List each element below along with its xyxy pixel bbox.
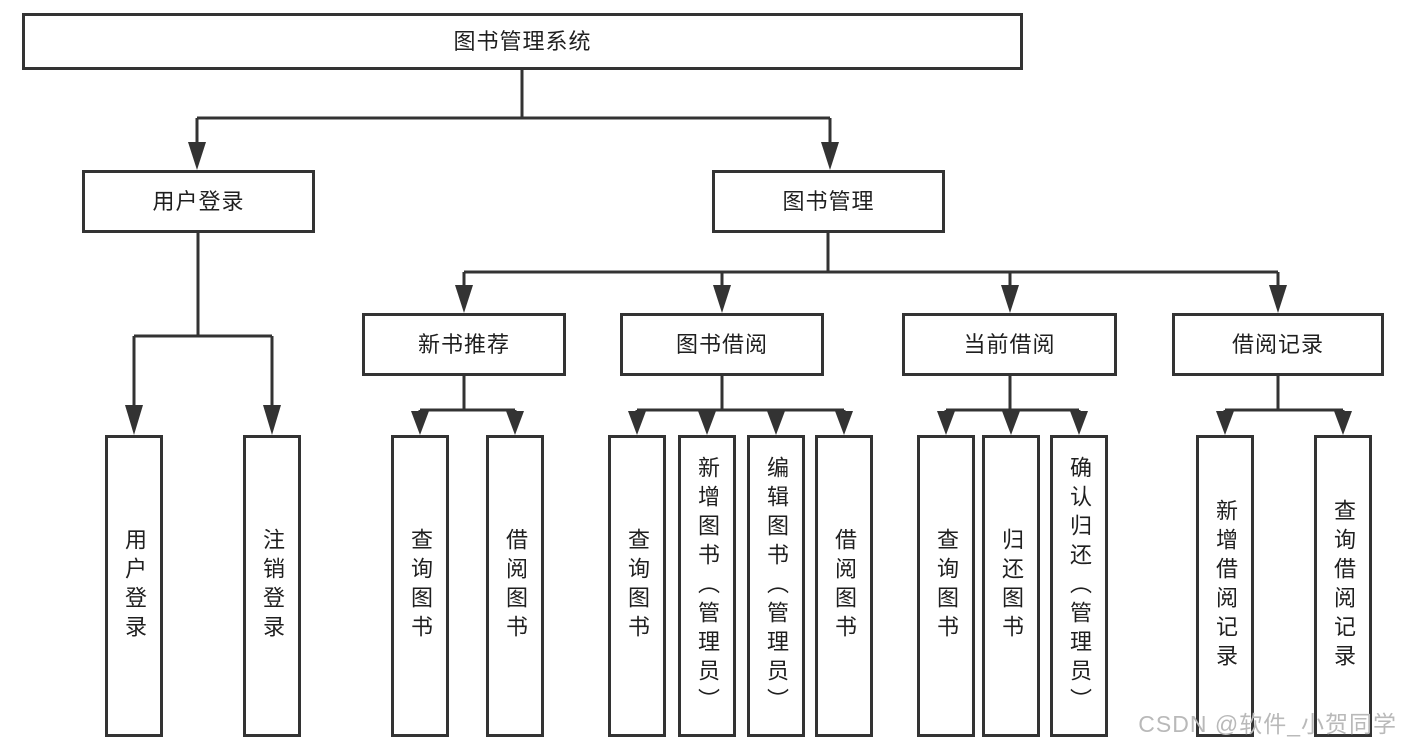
leaf-add-borrow-record: 新增借阅记录 <box>1196 435 1254 737</box>
node-label: 查询图书 <box>625 528 650 644</box>
node-label: 用户登录 <box>152 188 245 214</box>
node-label: 归还图书 <box>999 528 1024 644</box>
leaf-edit-books-admin: 编辑图书（管理员） <box>747 435 805 737</box>
node-label: 借阅图书 <box>832 528 857 644</box>
node-label: 查询借阅记录 <box>1331 499 1356 673</box>
leaf-query-borrow-record: 查询借阅记录 <box>1314 435 1372 737</box>
leaf-add-books-admin: 新增图书（管理员） <box>678 435 736 737</box>
node-label: 新增图书（管理员） <box>695 455 720 717</box>
node-label: 查询图书 <box>408 528 433 644</box>
node-label: 用户登录 <box>122 528 147 644</box>
leaf-return-books: 归还图书 <box>982 435 1040 737</box>
csdn-watermark: CSDN @软件_小贺同学 <box>1138 711 1397 737</box>
node-label: 查询图书 <box>934 528 959 644</box>
node-book-borrow: 图书借阅 <box>620 313 824 376</box>
node-current-borrow: 当前借阅 <box>902 313 1117 376</box>
leaf-borrow-books-recommend: 借阅图书 <box>486 435 544 737</box>
leaf-confirm-return-admin: 确认归还（管理员） <box>1050 435 1108 737</box>
node-label: 图书借阅 <box>675 331 768 357</box>
node-book-management: 图书管理 <box>712 170 945 233</box>
leaf-borrow-books: 借阅图书 <box>815 435 873 737</box>
node-label: 编辑图书（管理员） <box>764 455 789 717</box>
node-label: 借阅记录 <box>1231 331 1324 357</box>
node-label: 新书推荐 <box>417 331 510 357</box>
leaf-logout: 注销登录 <box>243 435 301 737</box>
leaf-user-login: 用户登录 <box>105 435 163 737</box>
node-user-login: 用户登录 <box>82 170 315 233</box>
node-label: 图书管理 <box>782 188 875 214</box>
leaf-query-books-recommend: 查询图书 <box>391 435 449 737</box>
node-label: 借阅图书 <box>503 528 528 644</box>
node-label: 图书管理系统 <box>453 28 592 54</box>
arrowheads <box>125 142 1352 435</box>
node-borrow-records: 借阅记录 <box>1172 313 1384 376</box>
node-label: 确认归还（管理员） <box>1067 455 1092 717</box>
node-label: 当前借阅 <box>963 331 1056 357</box>
node-label: 新增借阅记录 <box>1213 499 1238 673</box>
node-library-management-system: 图书管理系统 <box>22 13 1023 70</box>
node-label: 注销登录 <box>260 528 285 644</box>
node-new-book-recommend: 新书推荐 <box>362 313 566 376</box>
leaf-query-books-borrow: 查询图书 <box>608 435 666 737</box>
leaf-query-books-current: 查询图书 <box>917 435 975 737</box>
